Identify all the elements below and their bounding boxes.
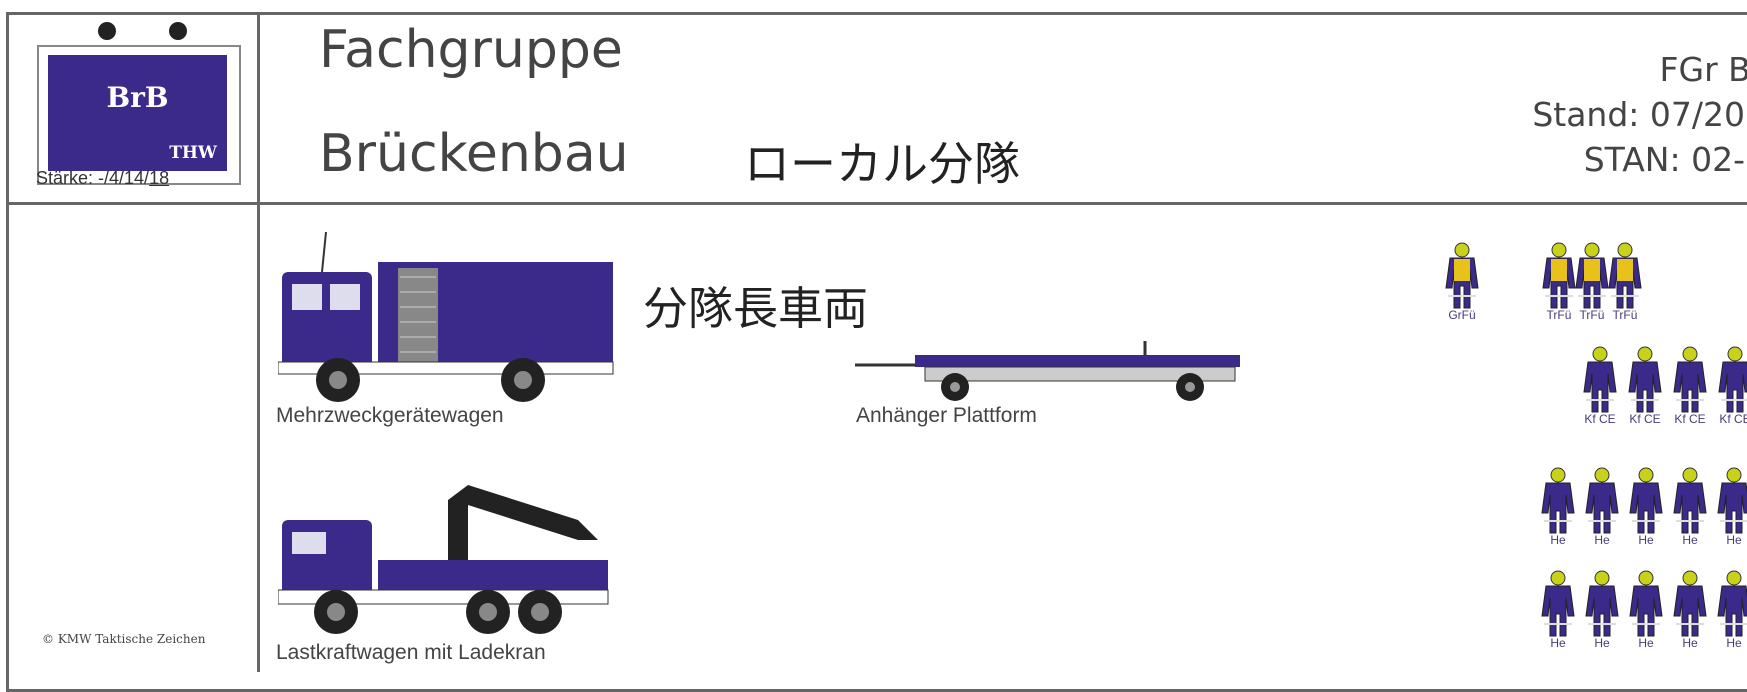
unit-code: FGr BrB xyxy=(1659,50,1747,89)
stand-date: Stand: 07/2021 xyxy=(1532,95,1747,134)
copyright-logo: © KMW Taktische Zeichen xyxy=(42,632,206,646)
helper-b1-figure xyxy=(1541,570,1575,637)
driver-2-figure xyxy=(1628,346,1662,413)
helper-b4-figure xyxy=(1673,570,1707,637)
driver-3-label: Kf CE xyxy=(1674,412,1706,426)
troop-leader-2-figure xyxy=(1575,242,1609,309)
helper-a1-label: He xyxy=(1550,533,1566,547)
group-leader-label: GrFü xyxy=(1448,308,1476,322)
helper-a1-figure xyxy=(1541,467,1575,534)
japanese-caption-unit: ローカル分隊 xyxy=(744,137,1020,191)
strength-prefix: Stärke: -/4/14/ xyxy=(36,168,150,188)
strength-total: 18 xyxy=(149,168,170,188)
lkw-vehicle-image xyxy=(278,485,609,634)
helper-b4-label: He xyxy=(1682,636,1698,650)
troop-leader-3-label: TrFü xyxy=(1612,308,1638,322)
helper-b2-figure xyxy=(1585,570,1619,637)
helper-a5-label: He xyxy=(1726,533,1742,547)
japanese-caption-vehicle: 分隊長車両 xyxy=(643,282,869,335)
sidebar-divider xyxy=(257,12,260,672)
stan-code: STAN: 02-06 xyxy=(1583,140,1747,179)
driver-4-figure xyxy=(1718,346,1747,413)
trailer-image xyxy=(855,341,1240,401)
troop-leader-1-figure xyxy=(1542,242,1576,309)
mzgw-label: Mehrzweckgerätewagen xyxy=(276,404,504,427)
driver-1-figure xyxy=(1583,346,1617,413)
group-leader-figure xyxy=(1445,242,1479,309)
helper-b3-label: He xyxy=(1638,636,1654,650)
lkw-label: Lastkraftwagen mit Ladekran xyxy=(276,641,546,664)
helper-b5-label: He xyxy=(1726,636,1742,650)
driver-4-label: Kf CE xyxy=(1719,412,1747,426)
header-divider xyxy=(6,202,1747,205)
helper-a5-figure xyxy=(1717,467,1747,534)
title-line1: Fachgruppe xyxy=(319,20,623,80)
unit-badge: BrB THW xyxy=(48,55,227,171)
helper-b2-label: He xyxy=(1594,636,1610,650)
mzgw-vehicle-image xyxy=(278,232,614,402)
helper-a4-label: He xyxy=(1682,533,1698,547)
badge-title: BrB xyxy=(106,81,169,114)
helper-b3-figure xyxy=(1629,570,1663,637)
badge-dot-right xyxy=(169,22,187,40)
trailer-label: Anhänger Plattform xyxy=(856,404,1037,427)
helper-a4-figure xyxy=(1673,467,1707,534)
helper-a2-label: He xyxy=(1594,533,1610,547)
helper-a2-figure xyxy=(1585,467,1619,534)
helper-a3-label: He xyxy=(1638,533,1654,547)
driver-2-label: Kf CE xyxy=(1629,412,1661,426)
helper-b1-label: He xyxy=(1550,636,1566,650)
title-line2: Brückenbau xyxy=(319,124,629,184)
badge-dot-left xyxy=(98,22,116,40)
troop-leader-3-figure xyxy=(1608,242,1642,309)
troop-leader-1-label: TrFü xyxy=(1546,308,1572,322)
troop-leader-2-label: TrFü xyxy=(1579,308,1605,322)
helper-b5-figure xyxy=(1717,570,1747,637)
driver-1-label: Kf CE xyxy=(1584,412,1616,426)
badge-subtitle: THW xyxy=(169,143,217,163)
strength-label: Stärke: -/4/14/18 xyxy=(36,168,169,189)
driver-3-figure xyxy=(1673,346,1707,413)
helper-a3-figure xyxy=(1629,467,1663,534)
